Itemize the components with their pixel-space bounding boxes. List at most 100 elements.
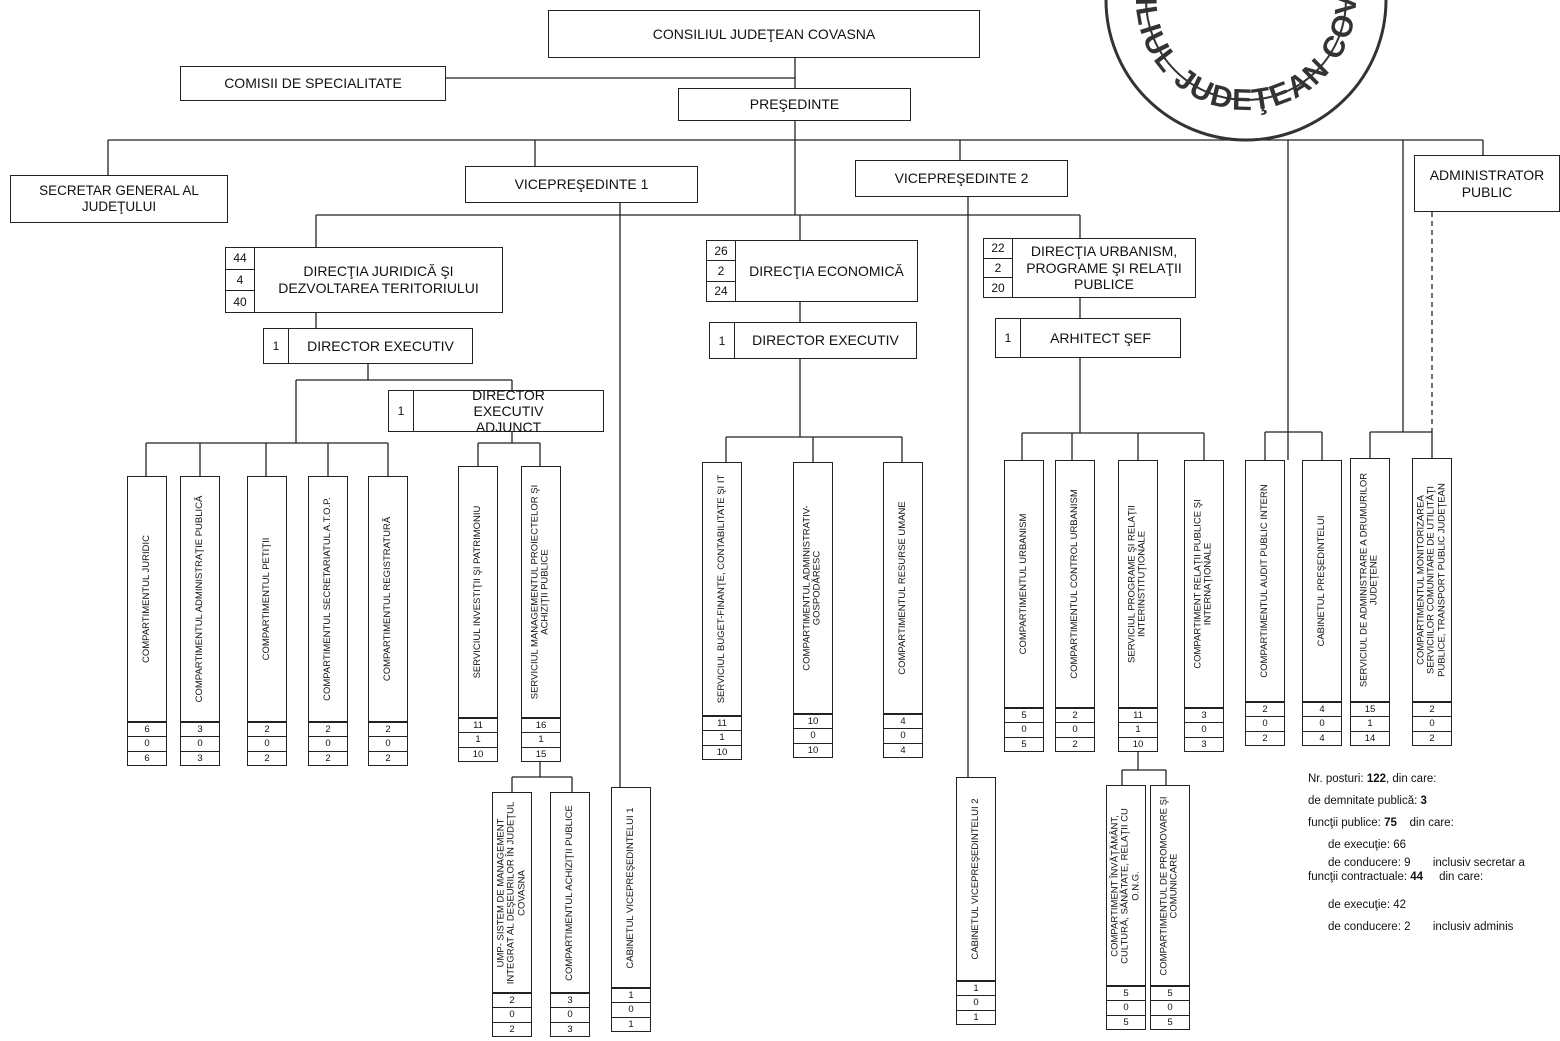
direction-juridica: 44 4 40 DIRECŢIA JURIDICĂ ŞI DEZVOLTAREA…: [225, 247, 503, 313]
unit-count-total: 4: [884, 714, 922, 728]
unit-column: SERVICIUL PROGRAME ŞI RELAŢII INTERINSTI…: [1118, 460, 1158, 752]
unit-count-total: 11: [703, 716, 741, 730]
unit-count-total: 3: [551, 993, 589, 1007]
unit-label-box: COMPARTIMENTUL CONTROL URBANISM: [1055, 460, 1095, 708]
unit-label-box: COMPARTIMENTUL JURIDIC: [127, 476, 167, 722]
direction-economica: 26 2 24 DIRECŢIA ECONOMICĂ: [706, 240, 918, 302]
unit-count-exec: 1: [612, 1016, 650, 1031]
unit-label-box: COMPARTIMENTUL SECRETARIATUL A.T.O.P.: [308, 476, 348, 722]
secretary-label: SECRETAR GENERAL AL JUDEŢULUI: [39, 183, 199, 214]
unit-label: CABINETUL VICEPREŞEDINTELUI 1: [624, 806, 636, 969]
stats-contract-lead-line: de conducere: 2 inclusiv adminis: [1328, 921, 1514, 933]
unit-count-total: 5: [1151, 986, 1189, 1000]
unit-count-exec: 10: [794, 742, 832, 757]
count-total: 22: [984, 239, 1012, 259]
unit-count-lead: 0: [957, 995, 995, 1009]
unit-count-total: 1: [612, 988, 650, 1002]
unit-count-lead: 0: [128, 736, 166, 750]
unit-label-box: SERVICIUL DE ADMINISTRARE A DRUMURILOR J…: [1350, 458, 1390, 702]
unit-count-lead: 0: [1107, 1000, 1145, 1014]
unit-label: COMPARTIMENTUL URBANISM: [1017, 513, 1029, 655]
unit-count-lead: 1: [703, 730, 741, 744]
unit-count-lead: 1: [459, 732, 497, 746]
unit-count-total: 5: [1005, 708, 1043, 722]
unit-label: COMPARTIMENTUL DE PROMOVARE ŞI COMUNICAR…: [1158, 795, 1180, 976]
unit-label: COMPARTIMENTUL ACHIZIŢII PUBLICE: [563, 804, 575, 981]
unit-count-lead: 0: [309, 736, 347, 750]
president-label: PREŞEDINTE: [749, 96, 840, 113]
unit-count-lead: 0: [1246, 716, 1284, 730]
unit-count-exec: 2: [248, 750, 286, 765]
unit-count-total: 15: [1351, 702, 1389, 716]
unit-label-box: COMPARTIMENT RELAŢII PUBLICE ŞI INTERNAŢ…: [1184, 460, 1224, 708]
unit-count-exec: 6: [128, 750, 166, 765]
vp1-box: VICEPREŞEDINTE 1: [465, 166, 698, 203]
jur-director-count: 1: [263, 328, 289, 364]
direction-economica-counts: 26 2 24: [706, 240, 736, 302]
unit-label: COMPARTIMENTUL RESURSE UMANE: [896, 501, 908, 675]
unit-label-box: COMPARTIMENTUL PETIŢII: [247, 476, 287, 722]
unit-label-box: CABINETUL VICEPREŞEDINTELUI 1: [611, 787, 651, 988]
unit-count-exec: 4: [884, 742, 922, 757]
unit-label: SERVICIUL INVESTIŢII ŞI PATRIMONIU: [471, 505, 483, 679]
unit-count-total: 11: [459, 718, 497, 732]
unit-count-exec: 2: [369, 750, 407, 765]
unit-count-lead: 0: [1056, 722, 1094, 736]
unit-label: SERVICIUL DE ADMINISTRARE A DRUMURILOR J…: [1358, 472, 1380, 688]
svg-text:CONSILIUL JUDEŢEAN COVASNA: CONSILIUL JUDEŢEAN COVASNA: [1096, 0, 1363, 117]
stats-total-line: Nr. posturi: 122, din care:: [1308, 773, 1437, 785]
unit-label-box: SERVICIUL INVESTIŢII ŞI PATRIMONIU: [458, 466, 498, 718]
seal-text: CONSILIUL JUDEŢEAN COVASNA: [1096, 0, 1361, 117]
unit-count-lead: 0: [1005, 722, 1043, 736]
count-lead: 2: [984, 259, 1012, 279]
unit-count-total: 2: [493, 993, 531, 1007]
unit-label: COMPARTIMENTUL MONITORIZAREA SERVICIILOR…: [1415, 483, 1448, 677]
stats-contract-exec-line: de execuţie: 42: [1328, 899, 1407, 911]
unit-count-exec: 3: [181, 750, 219, 765]
unit-count-lead: 0: [612, 1002, 650, 1016]
unit-count-lead: 0: [493, 1007, 531, 1021]
unit-label: COMPARTIMENTUL CONTROL URBANISM: [1068, 489, 1080, 679]
council-box: CONSILIUL JUDEŢEAN COVASNA: [548, 10, 980, 58]
jur-adjunct-label: DIRECTOR EXECUTIV ADJUNCT: [414, 387, 604, 435]
unit-column: COMPARTIMENT RELAŢII PUBLICE ŞI INTERNAŢ…: [1184, 460, 1224, 752]
unit-count-total: 2: [1413, 702, 1451, 716]
count-lead: 4: [226, 270, 254, 292]
unit-count-lead: 0: [181, 736, 219, 750]
unit-count-exec: 3: [1185, 736, 1223, 751]
unit-count-exec: 2: [1413, 730, 1451, 745]
jur-director-box: 1 DIRECTOR EXECUTIV: [263, 328, 473, 364]
unit-label-box: COMPARTIMENTUL ACHIZIŢII PUBLICE: [550, 792, 590, 993]
unit-count-lead: 0: [248, 736, 286, 750]
eco-director-box: 1 DIRECTOR EXECUTIV: [709, 322, 917, 359]
jur-adjunct-box: 1 DIRECTOR EXECUTIV ADJUNCT: [388, 387, 604, 435]
unit-label: SERVICIUL PROGRAME ŞI RELAŢII INTERINSTI…: [1126, 505, 1148, 663]
unit-label: COMPARTIMENTUL REGISTRATURĂ: [381, 516, 393, 682]
unit-count-exec: 5: [1151, 1014, 1189, 1029]
unit-count-exec: 1: [957, 1009, 995, 1024]
vp2-label: VICEPREŞEDINTE 2: [894, 170, 1029, 187]
count-exec: 20: [991, 280, 1005, 295]
unit-label-box: COMPARTIMENT ÎNVĂŢĂMÂNT, CULTURĂ, SĂNĂTA…: [1106, 785, 1146, 986]
unit-count-exec: 4: [1303, 730, 1341, 745]
unit-label-box: COMPARTIMENTUL DE PROMOVARE ŞI COMUNICAR…: [1150, 785, 1190, 986]
unit-count-exec: 2: [493, 1021, 531, 1036]
jur-director-label: DIRECTOR EXECUTIV: [289, 328, 473, 364]
commissions-box: COMISII DE SPECIALITATE: [180, 66, 446, 101]
unit-count-exec: 10: [703, 744, 741, 759]
direction-juridica-title: DIRECŢIA JURIDICĂ ŞI DEZVOLTAREA TERITOR…: [255, 247, 503, 313]
